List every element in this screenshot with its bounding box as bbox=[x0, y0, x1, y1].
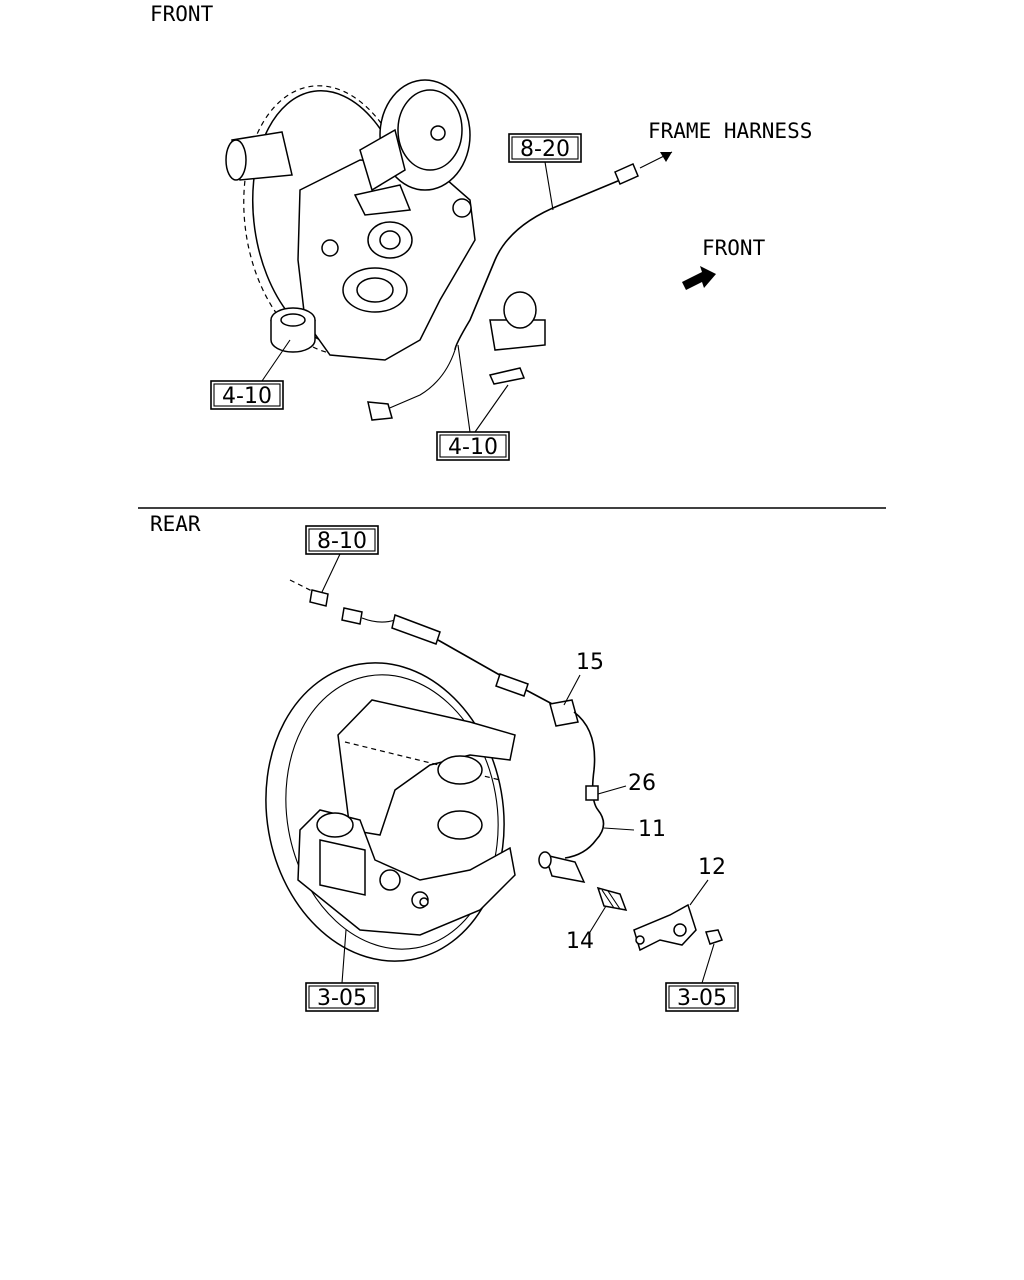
svg-text:4-10: 4-10 bbox=[448, 435, 498, 460]
front-direction-arrow-icon bbox=[682, 266, 716, 290]
frame-harness-label: FRAME HARNESS bbox=[648, 119, 812, 143]
wheel-speed-sensor bbox=[596, 886, 628, 911]
ref-box-8-10[interactable]: 8-10 bbox=[305, 525, 379, 555]
svg-text:3-05: 3-05 bbox=[317, 986, 367, 1011]
rear-abs-harness bbox=[289, 579, 605, 884]
callout-12: 12 bbox=[698, 855, 726, 880]
rear-section-title: REAR bbox=[150, 512, 201, 536]
callout-15: 15 bbox=[576, 650, 604, 675]
front-abs-harness bbox=[367, 151, 673, 421]
front-direction-label: FRONT bbox=[702, 236, 766, 260]
front-section-title: FRONT bbox=[150, 2, 214, 26]
front-knuckle-assembly bbox=[225, 79, 546, 361]
svg-text:8-10: 8-10 bbox=[317, 529, 367, 554]
svg-text:4-10: 4-10 bbox=[222, 384, 272, 409]
callout-26: 26 bbox=[628, 771, 656, 796]
ref-box-3-05-drum[interactable]: 3-05 bbox=[305, 982, 379, 1012]
ref-box-8-20[interactable]: 8-20 bbox=[508, 133, 582, 163]
ref-box-3-05-bracket[interactable]: 3-05 bbox=[665, 982, 739, 1012]
callout-11: 11 bbox=[638, 817, 666, 842]
callout-14: 14 bbox=[566, 929, 594, 954]
svg-text:3-05: 3-05 bbox=[677, 986, 727, 1011]
ref-box-4-10-bottom[interactable]: 4-10 bbox=[436, 431, 510, 461]
sensor-bracket bbox=[633, 903, 723, 952]
ref-box-4-10-left[interactable]: 4-10 bbox=[210, 380, 284, 410]
rear-drum-brake bbox=[265, 662, 516, 962]
svg-text:8-20: 8-20 bbox=[520, 137, 570, 162]
